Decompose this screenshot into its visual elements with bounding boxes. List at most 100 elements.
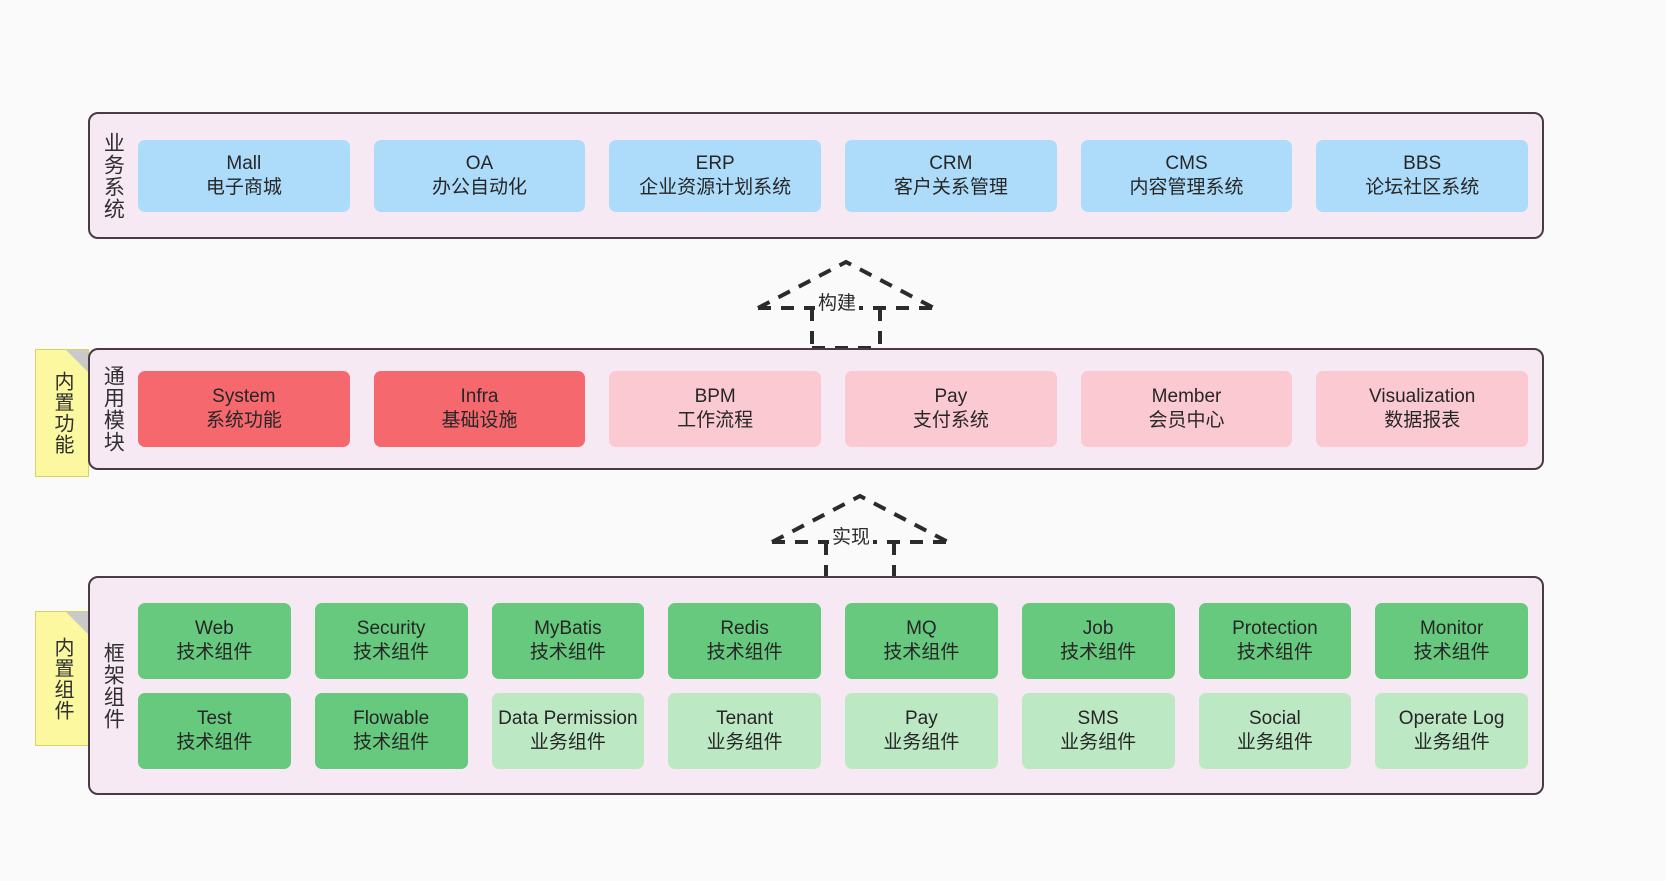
- node-protection[interactable]: Protection 技术组件: [1198, 602, 1352, 679]
- node-security[interactable]: Security 技术组件: [314, 602, 468, 679]
- node-social[interactable]: Social 业务组件: [1198, 692, 1352, 769]
- arrow-implement-label: 实现: [829, 522, 874, 549]
- node-pay-module-en: Pay: [934, 386, 968, 408]
- note-builtin-features-label: 内置功能: [51, 371, 73, 455]
- node-member[interactable]: Member 会员中心: [1080, 371, 1293, 447]
- note-builtin-components: 内置组件: [35, 611, 89, 746]
- business-row: Mall 电子商城 OA 办公自动化 ERP 企业资源计划系统 CRM 客户关系…: [138, 139, 1529, 212]
- node-mall[interactable]: Mall 电子商城: [138, 139, 350, 212]
- node-sms-cn: 业务组件: [1060, 731, 1137, 753]
- common-row: System 系统功能 Infra 基础设施 BPM 工作流程 Pay 支付系统…: [138, 371, 1529, 447]
- node-mall-en: Mall: [226, 152, 262, 174]
- node-protection-en: Protection: [1232, 617, 1318, 639]
- node-operate-log[interactable]: Operate Log 业务组件: [1375, 692, 1528, 769]
- node-web-en: Web: [195, 617, 234, 639]
- node-erp-cn: 企业资源计划系统: [639, 176, 792, 198]
- layer-common-modules: 通用模块 System 系统功能 Infra 基础设施 BPM 工作流程 Pay: [88, 348, 1544, 470]
- node-job-cn: 技术组件: [1060, 641, 1137, 663]
- node-mybatis-en: MyBatis: [534, 617, 602, 639]
- node-monitor-en: Monitor: [1419, 617, 1484, 639]
- node-tenant-cn: 业务组件: [706, 731, 783, 753]
- node-mybatis-cn: 技术组件: [529, 641, 606, 663]
- node-flowable[interactable]: Flowable 技术组件: [314, 692, 468, 769]
- node-tenant-en: Tenant: [716, 707, 774, 729]
- node-visualization-en: Visualization: [1369, 386, 1476, 408]
- node-bpm-cn: 工作流程: [677, 410, 754, 431]
- node-crm-en: CRM: [929, 152, 973, 174]
- node-job-en: Job: [1082, 617, 1114, 639]
- node-data-permission-cn: 业务组件: [529, 731, 606, 753]
- node-crm-cn: 客户关系管理: [893, 176, 1008, 198]
- node-bbs-en: BBS: [1403, 152, 1442, 174]
- framework-row-2: Test 技术组件 Flowable 技术组件 Data Permission …: [138, 692, 1528, 769]
- node-mq-cn: 技术组件: [883, 641, 960, 663]
- arrow-build: 构建: [756, 258, 936, 350]
- note-builtin-features: 内置功能: [35, 349, 89, 477]
- layer-title-business: 业务系统: [101, 131, 125, 220]
- node-pay-module[interactable]: Pay 支付系统: [845, 371, 1057, 447]
- node-monitor-cn: 技术组件: [1413, 641, 1490, 663]
- node-pay-component[interactable]: Pay 业务组件: [845, 692, 998, 769]
- node-cms-cn: 内容管理系统: [1129, 176, 1244, 198]
- node-social-cn: 业务组件: [1236, 731, 1313, 753]
- node-social-en: Social: [1249, 707, 1301, 729]
- arrow-implement: 实现: [770, 492, 950, 584]
- node-sms-en: SMS: [1077, 707, 1119, 729]
- node-web[interactable]: Web 技术组件: [138, 602, 291, 679]
- node-bbs-cn: 论坛社区系统: [1365, 176, 1480, 198]
- node-flowable-en: Flowable: [353, 707, 430, 729]
- node-member-cn: 会员中心: [1148, 410, 1225, 431]
- node-mybatis[interactable]: MyBatis 技术组件: [491, 602, 645, 679]
- node-cms-en: CMS: [1165, 152, 1208, 174]
- node-mq[interactable]: MQ 技术组件: [845, 602, 998, 679]
- node-crm[interactable]: CRM 客户关系管理: [845, 139, 1057, 212]
- node-redis[interactable]: Redis 技术组件: [668, 602, 821, 679]
- node-mall-cn: 电子商城: [205, 176, 282, 198]
- node-system[interactable]: System 系统功能: [138, 371, 350, 447]
- layer-title-common: 通用模块: [101, 365, 125, 453]
- node-protection-cn: 技术组件: [1236, 641, 1313, 663]
- node-security-en: Security: [356, 617, 426, 639]
- node-tenant[interactable]: Tenant 业务组件: [668, 692, 821, 769]
- node-erp-en: ERP: [695, 152, 735, 174]
- node-data-permission-en: Data Permission: [498, 707, 638, 729]
- node-bbs[interactable]: BBS 论坛社区系统: [1316, 139, 1529, 212]
- node-member-en: Member: [1151, 386, 1222, 408]
- node-bpm[interactable]: BPM 工作流程: [609, 371, 822, 447]
- layer-title-framework: 框架组件: [101, 641, 125, 730]
- node-sms[interactable]: SMS 业务组件: [1021, 692, 1175, 769]
- node-redis-cn: 技术组件: [706, 641, 783, 663]
- node-bpm-en: BPM: [694, 386, 736, 408]
- layer-body-common: System 系统功能 Infra 基础设施 BPM 工作流程 Pay 支付系统…: [134, 350, 1542, 468]
- node-oa[interactable]: OA 办公自动化: [373, 139, 586, 212]
- node-pay-component-en: Pay: [905, 707, 938, 729]
- node-monitor[interactable]: Monitor 技术组件: [1375, 602, 1528, 679]
- node-operate-log-en: Operate Log: [1398, 707, 1505, 729]
- node-visualization[interactable]: Visualization 数据报表: [1316, 371, 1529, 447]
- node-mq-en: MQ: [906, 617, 937, 639]
- node-infra-en: Infra: [460, 386, 499, 408]
- node-flowable-cn: 技术组件: [353, 731, 430, 753]
- node-oa-en: OA: [465, 152, 494, 174]
- layer-body-business: Mall 电子商城 OA 办公自动化 ERP 企业资源计划系统 CRM 客户关系…: [134, 114, 1542, 237]
- node-security-cn: 技术组件: [353, 641, 430, 663]
- node-erp[interactable]: ERP 企业资源计划系统: [609, 139, 822, 212]
- node-operate-log-cn: 业务组件: [1413, 731, 1490, 753]
- node-pay-component-cn: 业务组件: [883, 731, 960, 753]
- node-pay-module-cn: 支付系统: [912, 410, 989, 431]
- node-job[interactable]: Job 技术组件: [1021, 602, 1175, 679]
- node-data-permission[interactable]: Data Permission 业务组件: [491, 692, 645, 769]
- node-system-cn: 系统功能: [205, 410, 282, 431]
- node-web-cn: 技术组件: [176, 641, 253, 663]
- layer-body-framework: Web 技术组件 Security 技术组件 MyBatis 技术组件 Redi…: [134, 578, 1542, 793]
- node-test[interactable]: Test 技术组件: [138, 692, 291, 769]
- node-infra[interactable]: Infra 基础设施: [373, 371, 586, 447]
- node-redis-en: Redis: [720, 617, 769, 639]
- node-cms[interactable]: CMS 内容管理系统: [1080, 139, 1293, 212]
- node-infra-cn: 基础设施: [441, 410, 518, 431]
- node-oa-cn: 办公自动化: [432, 176, 528, 198]
- node-system-en: System: [212, 386, 276, 408]
- note-builtin-components-label: 内置组件: [51, 636, 73, 721]
- layer-framework-components: 框架组件 Web 技术组件 Security 技术组件 MyBatis 技术组件…: [88, 576, 1544, 795]
